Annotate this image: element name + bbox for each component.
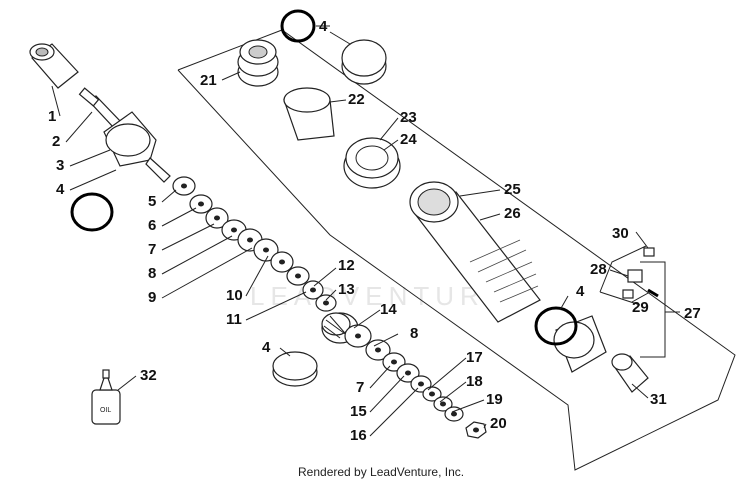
callout-16: 16 [350,427,367,444]
shim-stack [172,176,337,312]
callout-11: 11 [226,311,242,328]
callout-4: 4 [56,181,65,198]
valve-fitting [622,247,659,299]
callout-29: 29 [632,299,649,316]
callout-30: 30 [612,225,629,242]
callout-bracket [640,261,680,358]
callout-28: 28 [590,261,607,278]
callout-1: 1 [48,108,56,125]
callout-8: 8 [148,265,156,282]
callout-23: 23 [400,109,417,126]
callout-13: 13 [338,281,355,298]
callout-7: 7 [148,241,156,258]
callout-19: 19 [486,391,503,408]
reservoir-body [409,181,541,323]
callout-21: 21 [200,72,217,89]
callout-7-lower: 7 [356,379,364,396]
callout-22: 22 [348,91,365,108]
callout-15: 15 [350,403,367,420]
o-ring [534,306,578,346]
seal-head [237,39,279,87]
callout-bracket [599,245,647,306]
callout-18: 18 [466,373,483,390]
guide-band [272,351,318,387]
callout-4-right: 4 [576,283,585,300]
callout-20: 20 [490,415,507,432]
callout-6: 6 [148,217,156,234]
piston [321,312,359,344]
callout-4-top: 4 [319,18,328,35]
sleeve [283,87,335,141]
callout-8-lower: 8 [410,325,418,342]
callout-3: 3 [56,157,64,174]
callout-26: 26 [504,205,521,222]
callout-5: 5 [148,193,156,210]
footer-credit: Rendered by LeadVenture, Inc. [298,465,464,479]
end-bushing [611,353,649,393]
oil-bottle: OIL [91,369,121,425]
callout-12: 12 [338,257,355,274]
callout-24: 24 [400,131,417,148]
subassembly-frame [177,29,736,471]
shock-body [103,111,171,183]
end-cap [553,315,607,373]
callout-labels: 1 2 3 4 5 6 7 8 9 10 11 12 13 14 15 16 1… [48,18,701,444]
callout-25: 25 [504,181,521,198]
callout-10: 10 [226,287,243,304]
leader-lines [51,25,651,437]
lower-shim-stack [344,324,464,422]
callout-9: 9 [148,289,156,306]
callout-27: 27 [684,305,701,322]
callout-17: 17 [466,349,483,366]
callout-4-lower: 4 [262,339,271,356]
adjuster-collar [343,137,401,189]
watermark: LEADVENTURE [250,281,508,311]
oil-bottle-label: OIL [100,407,111,414]
callout-14: 14 [380,301,397,318]
o-ring [70,192,114,232]
callout-2: 2 [52,133,60,150]
guide-band [341,39,387,85]
nut [465,421,487,439]
callout-31: 31 [650,391,667,408]
o-ring [280,9,316,43]
callout-32: 32 [140,367,157,384]
eyelet-bushing [29,43,79,89]
